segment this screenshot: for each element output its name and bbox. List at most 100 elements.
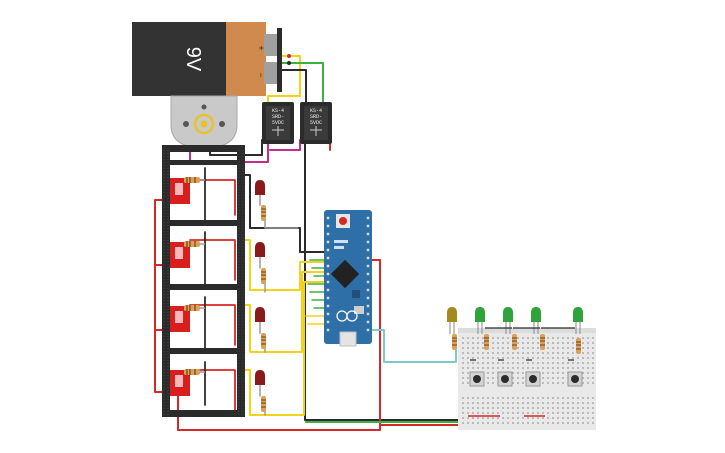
breadboard-hole (502, 357, 504, 359)
breadboard-hole (497, 402, 499, 404)
breadboard-hole (462, 357, 464, 359)
breadboard-hole (462, 417, 464, 419)
breadboard-hole (492, 337, 494, 339)
breadboard-hole (557, 347, 559, 349)
breadboard-hole (492, 417, 494, 419)
breadboard-hole (467, 352, 469, 354)
breadboard-hole (467, 417, 469, 419)
breadboard-hole (582, 382, 584, 384)
breadboard-hole (592, 357, 594, 359)
relay-2-line-1: KS-4 (310, 108, 322, 114)
breadboard-hole (512, 357, 514, 359)
breadboard-hole (477, 367, 479, 369)
breadboard-hole (537, 422, 539, 424)
breadboard-hole (462, 367, 464, 369)
breadboard-hole (502, 347, 504, 349)
breadboard-hole (467, 367, 469, 369)
breadboard-hole (482, 422, 484, 424)
breadboard-hole (567, 412, 569, 414)
breadboard-hole (522, 397, 524, 399)
wire-sensor4-out (244, 281, 325, 416)
breadboard-hole (557, 342, 559, 344)
breadboard-hole (552, 377, 554, 379)
breadboard-hole (507, 357, 509, 359)
breadboard-hole (467, 372, 469, 374)
breadboard-hole (567, 397, 569, 399)
breadboard-hole (522, 337, 524, 339)
breadboard-hole (517, 382, 519, 384)
breadboard-hole (482, 417, 484, 419)
breadboard-hole (517, 367, 519, 369)
breadboard-hole (567, 347, 569, 349)
breadboard-hole (547, 402, 549, 404)
breadboard-hole (592, 372, 594, 374)
breadboard-hole (537, 357, 539, 359)
breadboard-hole (487, 397, 489, 399)
breadboard-hole (532, 357, 534, 359)
breadboard-hole (527, 412, 529, 414)
breadboard-hole (547, 422, 549, 424)
breadboard-hole (507, 342, 509, 344)
breadboard-hole (522, 402, 524, 404)
breadboard-hole (582, 362, 584, 364)
breadboard-hole (557, 422, 559, 424)
breadboard-hole (517, 377, 519, 379)
breadboard-hole (547, 367, 549, 369)
breadboard-hole (582, 417, 584, 419)
breadboard-hole (557, 407, 559, 409)
breadboard-hole (502, 412, 504, 414)
breadboard-hole (552, 357, 554, 359)
breadboard-hole (462, 422, 464, 424)
breadboard-hole (587, 362, 589, 364)
breadboard-hole (552, 402, 554, 404)
breadboard-hole (552, 342, 554, 344)
breadboard-hole (532, 397, 534, 399)
breadboard-hole (477, 402, 479, 404)
breadboard-hole (472, 402, 474, 404)
breadboard-hole (572, 352, 574, 354)
breadboard-hole (532, 402, 534, 404)
relay-1-line-3: 5VDC (272, 120, 284, 126)
breadboard-hole (587, 377, 589, 379)
breadboard-hole (572, 342, 574, 344)
breadboard-hole (582, 412, 584, 414)
breadboard-hole (537, 337, 539, 339)
wire-teal (371, 329, 457, 363)
breadboard-hole (592, 342, 594, 344)
breadboard-hole (502, 417, 504, 419)
breadboard-hole (517, 407, 519, 409)
breadboard-hole (572, 417, 574, 419)
pushbutton-1[interactable] (469, 371, 485, 387)
led-green-icon (573, 307, 583, 354)
breadboard-hole (512, 352, 514, 354)
breadboard-hole (537, 407, 539, 409)
breadboard-hole (537, 352, 539, 354)
led-yellow-icon (447, 307, 457, 350)
breadboard-hole (577, 417, 579, 419)
breadboard-hole (487, 402, 489, 404)
relay-2: KS-4 SRD- 5VDC (300, 102, 332, 144)
breadboard-hole (467, 342, 469, 344)
breadboard-hole (562, 382, 564, 384)
breadboard-hole (462, 412, 464, 414)
breadboard-hole (552, 337, 554, 339)
pushbutton-4[interactable] (567, 371, 583, 387)
breadboard-hole (557, 377, 559, 379)
breadboard-hole (592, 352, 594, 354)
wire-relay-black (304, 139, 461, 421)
pushbutton-2[interactable] (497, 371, 513, 387)
breadboard-hole (507, 367, 509, 369)
breadboard-hole (577, 422, 579, 424)
breadboard-hole (562, 367, 564, 369)
breadboard-hole (507, 352, 509, 354)
pushbutton-3[interactable] (525, 371, 541, 387)
breadboard-hole (542, 402, 544, 404)
breadboard-hole (482, 347, 484, 349)
breadboard-hole (487, 377, 489, 379)
breadboard-hole (492, 412, 494, 414)
breadboard-hole (467, 407, 469, 409)
breadboard-hole (497, 417, 499, 419)
breadboard-hole (517, 357, 519, 359)
breadboard-hole (572, 397, 574, 399)
wire-battery-black (281, 69, 307, 109)
